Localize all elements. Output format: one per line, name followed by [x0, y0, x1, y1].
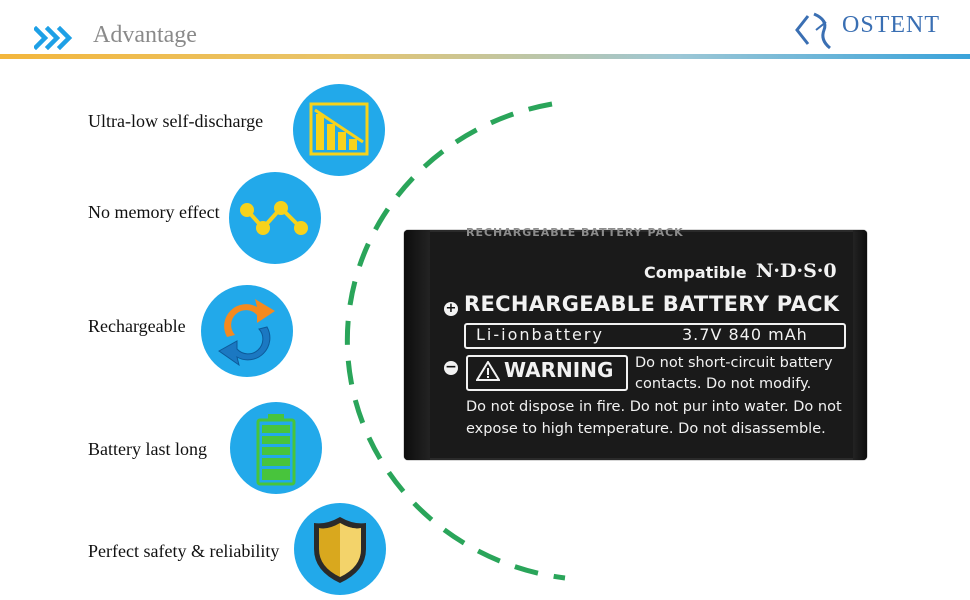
double-chevron-right-icon	[34, 26, 73, 50]
feature-circle-self-discharge	[293, 84, 385, 176]
brand-name: OSTENT	[842, 12, 940, 38]
declining-bar-chart-icon	[309, 102, 369, 156]
feature-label-battery-life: Battery last long	[88, 439, 207, 459]
battery-chemistry: Li-ionbattery	[476, 325, 604, 344]
warning-text-line-2: contacts. Do not modify.	[635, 376, 812, 392]
battery-left-edge	[404, 230, 430, 460]
warning-box	[466, 355, 628, 391]
battery-voltage-capacity: 3.7V 840 mAh	[682, 325, 808, 344]
feature-circle-battery-life	[230, 402, 322, 494]
plus-terminal-icon: +	[444, 301, 458, 316]
battery-top-text: RECHARGEABLE BATTERY PACK	[466, 226, 684, 239]
brand-logo-icon	[795, 12, 831, 50]
shield-icon	[314, 517, 366, 583]
page-title: Advantage	[93, 22, 197, 48]
feature-circle-rechargeable	[201, 285, 293, 377]
header: Advantage OSTENT	[0, 0, 970, 60]
header-divider	[0, 54, 970, 59]
battery-title: RECHARGEABLE BATTERY PACK	[464, 292, 840, 316]
battery-right-edge	[853, 230, 867, 460]
warning-triangle-icon	[476, 361, 500, 381]
warning-text-line-3: Do not dispose in fire. Do not pur into …	[466, 399, 842, 415]
zigzag-line-icon	[240, 201, 308, 235]
feature-circle-memory-effect	[229, 172, 321, 264]
feature-circle-safety	[294, 503, 386, 595]
circular-arrows-icon	[218, 299, 275, 367]
battery-pack: RECHARGEABLE BATTERY PACK Compatible N·D…	[404, 226, 867, 460]
warning-label: WARNING	[504, 358, 614, 382]
minus-terminal-icon: −	[444, 359, 458, 375]
feature-label-rechargeable: Rechargeable	[88, 316, 186, 336]
warning-text-line-4: expose to high temperature. Do not disas…	[466, 421, 826, 437]
feature-label-safety: Perfect safety & reliability	[88, 541, 280, 561]
battery-brand-label: N·D·S·0	[756, 260, 837, 282]
feature-label-memory-effect: No memory effect	[88, 202, 220, 222]
battery-compatible-label: Compatible	[644, 263, 747, 282]
battery-level-icon	[256, 414, 296, 486]
battery-spec-box	[464, 323, 846, 349]
warning-text-line-1: Do not short-circuit battery	[635, 355, 833, 371]
feature-label-self-discharge: Ultra-low self-discharge	[88, 111, 264, 131]
